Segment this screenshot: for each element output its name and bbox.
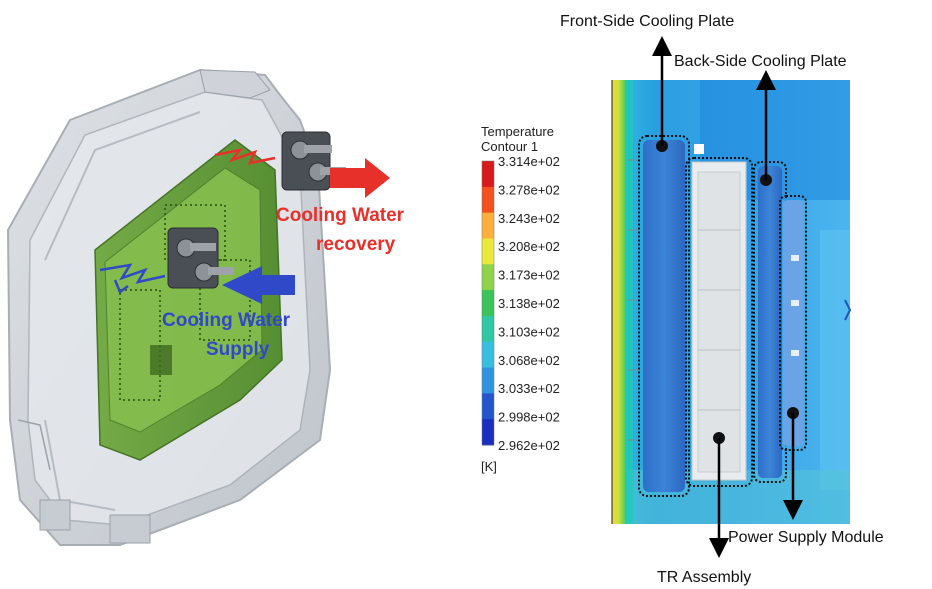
legend-color-band	[482, 212, 494, 239]
front-plate-label: Front-Side Cooling Plate	[560, 13, 734, 30]
legend-tick-label: 3.138e+02	[498, 296, 560, 311]
power-module-label: Power Supply Module	[728, 529, 884, 546]
legend-tick-label: 2.998e+02	[498, 410, 560, 425]
legend-tick-label: 3.033e+02	[498, 381, 560, 396]
legend-color-band	[482, 290, 494, 317]
legend-colorbar-outline	[481, 160, 495, 446]
legend-tick-label: 3.314e+02	[498, 154, 560, 169]
supply-label-line1: Cooling Water	[162, 310, 291, 331]
power-supply-module	[783, 200, 803, 446]
legend-tick-label: 3.243e+02	[498, 211, 560, 226]
legend-color-band	[482, 367, 494, 394]
supply-arrow	[222, 266, 295, 304]
legend-color-band	[482, 264, 494, 291]
temperature-legend: Temperature Contour 1 3.314e+02 3.278e+02…	[481, 124, 560, 474]
legend-colorbar	[481, 160, 495, 446]
legend-tick-labels: 3.314e+02 3.278e+02 3.243e+02 3.208e+02 3.17…	[498, 154, 560, 453]
hot-wall-strip	[612, 80, 625, 524]
recovery-label-line2: recovery	[316, 234, 396, 255]
blue-flow-path	[99, 263, 166, 284]
legend-color-band	[482, 419, 494, 446]
supply-connector	[167, 227, 234, 289]
legend-color-band	[482, 186, 494, 214]
legend-tick-label: 3.173e+02	[498, 268, 560, 283]
legend-tick-label: 3.278e+02	[498, 182, 560, 197]
legend-color-band	[482, 238, 494, 265]
housing-illustration	[6, 68, 390, 546]
legend-title-line1: Temperature	[481, 124, 554, 139]
recovery-label-line1: Cooling Water	[276, 205, 405, 226]
supply-label-line2: Supply	[206, 339, 270, 360]
legend-tick-label: 3.103e+02	[498, 324, 560, 339]
legend-color-band	[482, 161, 494, 188]
legend-unit: [K]	[481, 459, 497, 474]
front-side-cooling-plate	[643, 140, 685, 492]
legend-color-band	[482, 315, 494, 343]
legend-tick-label: 3.068e+02	[498, 353, 560, 368]
legend-color-band	[482, 341, 494, 369]
back-plate-label: Back-Side Cooling Plate	[674, 53, 847, 70]
back-side-cooling-plate	[758, 166, 782, 478]
legend-title-line2: Contour 1	[481, 139, 538, 154]
legend-color-band	[482, 393, 494, 420]
legend-tick-label: 3.208e+02	[498, 239, 560, 254]
recovery-arrow	[330, 158, 390, 198]
legend-tick-label: 2.962e+02	[498, 438, 560, 453]
red-flow-path	[214, 148, 276, 165]
contour-section	[611, 36, 852, 558]
tr-assembly-label: TR Assembly	[657, 569, 751, 586]
